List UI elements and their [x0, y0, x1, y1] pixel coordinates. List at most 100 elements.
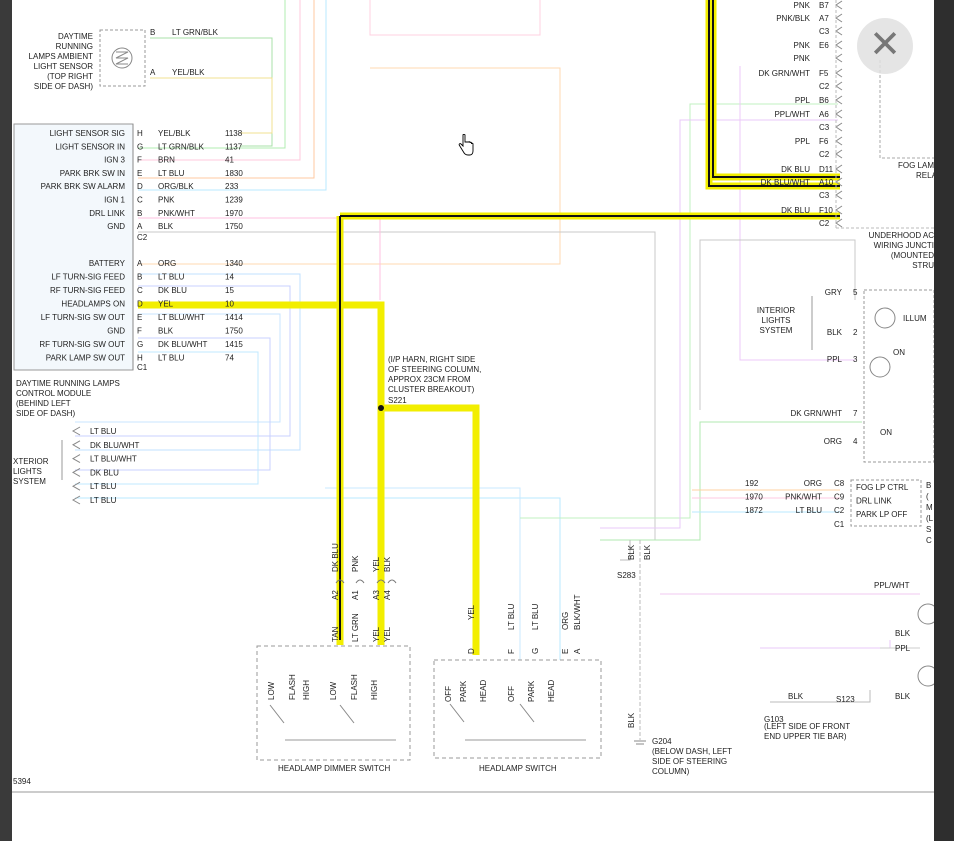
drl-module-pin-letter: G: [137, 340, 143, 349]
junction-block-label: UNDERHOOD AC: [869, 231, 934, 240]
dimmer-position: LOW: [267, 681, 276, 700]
dimmer-position: HIGH: [370, 680, 379, 700]
junction-connector-arrow: [835, 81, 843, 91]
fog-module-edge-letter: S: [926, 525, 931, 534]
junction-wire-color: DK BLU/WHT: [761, 178, 810, 187]
wire-blk-s123: [770, 690, 871, 703]
drl-module-pin-name: LF TURN-SIG SW OUT: [41, 313, 125, 322]
drl-module-circuit: 15: [225, 286, 234, 295]
drl-module-circuit: 233: [225, 182, 239, 191]
headlamp-sw-wire: LT BLU: [507, 603, 516, 630]
junction-connector-arrow: [835, 149, 843, 159]
drl-module-wire-color: LT GRN/BLK: [158, 142, 205, 151]
fog-module-pin: C8: [834, 479, 845, 488]
ground-splice-label: S283: [617, 571, 636, 580]
right-lower-wire: PPL/WHT: [874, 581, 910, 590]
junction-connector-arrow: [835, 13, 843, 23]
drl-sensor-element: [111, 47, 133, 69]
wire-ltgrn-bg: [138, 0, 286, 149]
drl-module-pin-letter: F: [137, 327, 142, 336]
headlamp-sw-pin: E: [561, 649, 570, 654]
interior-pin: 2: [853, 328, 858, 337]
wire-dkgrnwht: [520, 103, 838, 519]
junction-block-label: WIRING JUNCTI: [874, 241, 934, 250]
interior-pin: 7: [853, 409, 858, 418]
interior-lights-label: LIGHTS: [762, 316, 791, 325]
drl-module-pin-name: GND: [107, 222, 125, 231]
junction-pin: C2: [819, 219, 830, 228]
on-label: ON: [880, 428, 892, 437]
junction-connector-arrow: [835, 122, 843, 132]
drl-module-label: CONTROL MODULE: [16, 389, 91, 398]
junction-pin: C3: [819, 191, 830, 200]
exterior-connector-arrow: [71, 481, 81, 491]
junction-wire-color: PNK: [794, 54, 811, 63]
drl-module-wire-color: YEL: [158, 300, 174, 309]
junction-connector-arrow: [835, 40, 843, 50]
interior-pin: 4: [853, 437, 858, 446]
fog-module-wire-color: LT BLU: [796, 506, 823, 515]
headlamp-sw-wire: ORG: [561, 612, 570, 630]
headlamp-sw-pin: D: [467, 648, 476, 654]
fog-relay-label: FOG LAM: [898, 161, 934, 170]
junction-connector-arrow: [835, 136, 843, 146]
exterior-wire-color: DK BLU/WHT: [90, 441, 139, 450]
drl-module-circuit: 1415: [225, 340, 243, 349]
junction-connector-arrow: [835, 95, 843, 105]
drl-sensor-wire: LT GRN/BLK: [172, 28, 219, 37]
junction-pin: A7: [819, 14, 829, 23]
dimmer-connector: [335, 579, 345, 584]
drl-module-wire-color: LT BLU/WHT: [158, 313, 205, 322]
wire-dkbluwht-rf: [75, 337, 271, 471]
drl-module-wire-color: BLK: [158, 327, 174, 336]
headlamp-switch-title: HEADLAMP SWITCH: [479, 764, 557, 773]
hand-cursor-icon: [458, 134, 474, 156]
drl-module-pin-name: PARK BRK SW ALARM: [41, 182, 126, 191]
viewer-edge-bar: [934, 0, 954, 841]
fog-relay-label: RELA: [916, 171, 934, 180]
dimmer-top-wire: DK BLU: [331, 543, 340, 572]
junction-connector-arrow: [835, 109, 843, 119]
wire-ltblu-sw: [325, 487, 521, 660]
drl-module-pin-letter: B: [137, 209, 142, 218]
interior-lights-box: [863, 289, 934, 463]
interior-pin: 3: [853, 355, 858, 364]
junction-pin: F5: [819, 69, 829, 78]
right-lower-wire: BLK: [895, 629, 911, 638]
on-lamp: [869, 356, 891, 378]
right-lamp-upper: [917, 603, 934, 625]
junction-connector-arrow: [835, 190, 843, 200]
drl-module-circuit: 14: [225, 273, 234, 282]
drl-sensor-label: SIDE OF DASH): [34, 82, 93, 91]
junction-connector-arrow: [835, 26, 843, 36]
fog-module-edge-letter: B: [926, 481, 931, 490]
drl-module-wire-color: PNK: [158, 196, 175, 205]
headlamp-sw-position: OFF: [444, 686, 453, 702]
fog-module-edge-letter: (: [926, 492, 929, 501]
close-button[interactable]: ✕: [857, 18, 913, 74]
dimmer-pin: A4: [383, 590, 392, 600]
headlamp-switch-box: [433, 659, 602, 759]
fog-module-edge-letter: C: [926, 536, 932, 545]
fog-module-pin-name: PARK LP OFF: [856, 510, 907, 519]
dimmer-switch-title: HEADLAMP DIMMER SWITCH: [278, 764, 391, 773]
drl-module-pin-letter: H: [137, 354, 143, 363]
headlamp-sw-wire: YEL: [467, 604, 476, 620]
exterior-lights-label: XTERIOR: [13, 457, 49, 466]
dimmer-bottom-wire: YEL: [372, 626, 381, 642]
exterior-lights-label: SYSTEM: [13, 477, 46, 486]
junction-wire-color: PPL/WHT: [774, 110, 810, 119]
wire-org-battery: [138, 67, 561, 265]
dimmer-bottom-wire: YEL: [383, 626, 392, 642]
exterior-connector-arrow: [71, 454, 81, 464]
drl-module-pin-letter: D: [137, 182, 143, 191]
drl-module-label: (BEHIND LEFT: [16, 399, 71, 408]
ground-wire: BLK: [643, 544, 652, 560]
junction-block-label: (MOUNTED: [891, 251, 934, 260]
drl-module-pin-name: IGN 1: [104, 196, 125, 205]
right-lower-note: END UPPER TIE BAR): [764, 732, 847, 741]
dimmer-connector: [387, 579, 397, 584]
headlamp-sw-position: PARK: [459, 680, 468, 702]
